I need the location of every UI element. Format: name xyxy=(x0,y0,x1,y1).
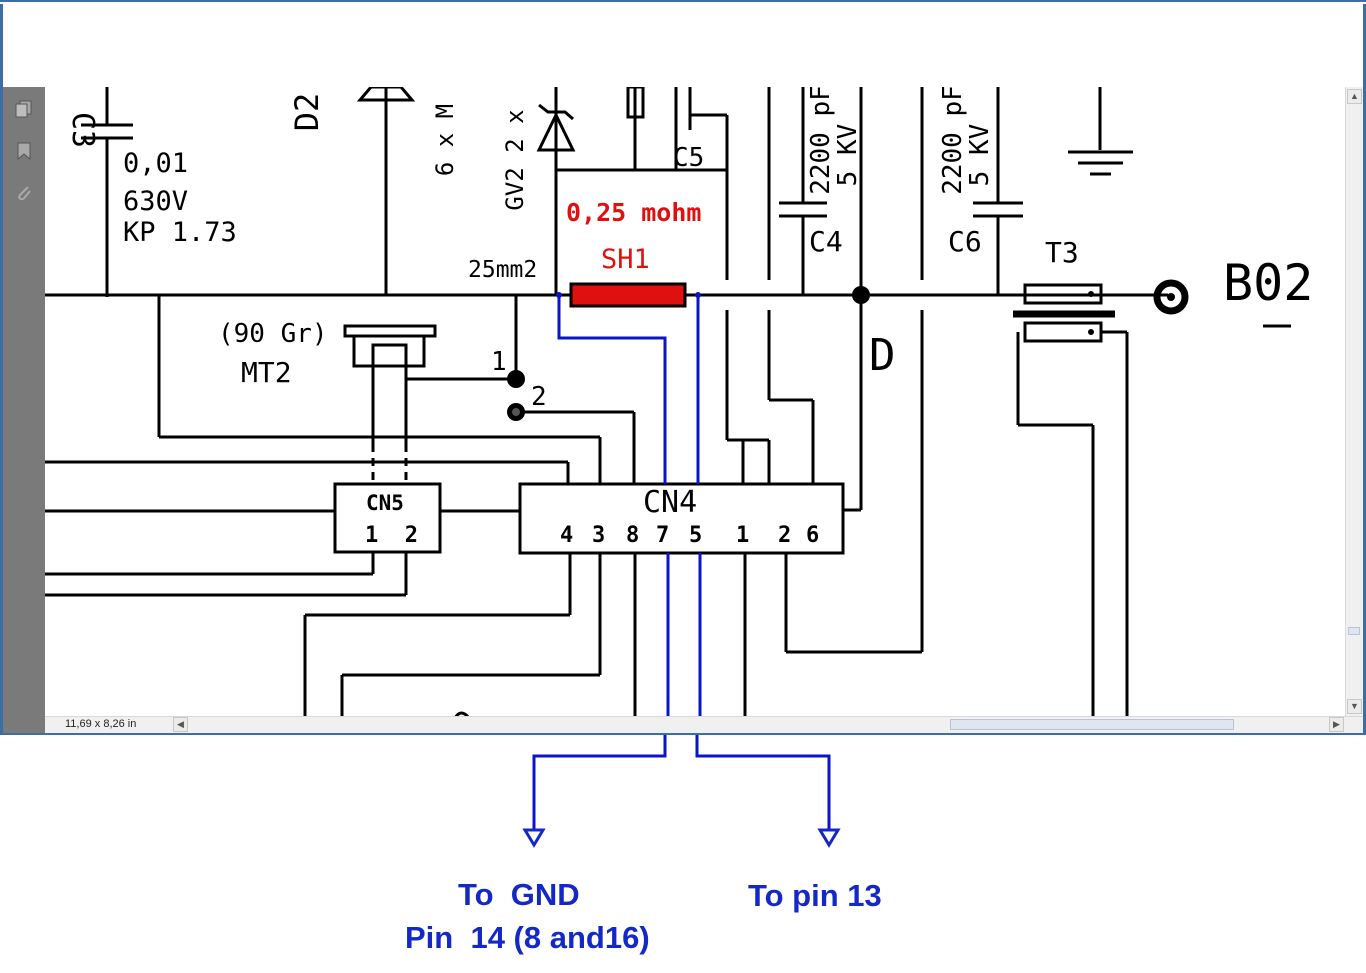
cn4-label: CN4 xyxy=(643,485,697,520)
c5-label: C5 xyxy=(673,143,704,173)
attachment-icon[interactable] xyxy=(12,181,36,205)
shunt-label: SH1 xyxy=(601,244,650,275)
horizontal-scroll-thumb[interactable] xyxy=(950,719,1234,730)
page-size-label: 11,69 x 8,26 in xyxy=(65,718,137,730)
c3-value: 0,01 xyxy=(123,148,188,179)
cn4-pin: 3 xyxy=(592,523,605,548)
c4-voltage: 5 KV xyxy=(833,124,863,187)
arrow-up-icon[interactable]: ▲ xyxy=(1347,89,1362,104)
pages-icon[interactable] xyxy=(12,97,36,121)
cn4-pin: 8 xyxy=(626,523,639,548)
pin-2-label: 2 xyxy=(531,382,547,412)
c6-voltage: 5 KV xyxy=(965,124,995,187)
c4-value: 2200 pF xyxy=(806,87,836,195)
cn4-pin: 4 xyxy=(560,523,573,548)
gnd-annotation: To GND xyxy=(458,877,580,912)
cn4-pin: 5 xyxy=(689,523,702,548)
pin-1-label: 1 xyxy=(491,347,507,377)
shunt-value: 0,25 mohm xyxy=(566,198,701,227)
cn4-pin: 6 xyxy=(806,523,819,548)
cn4-pin: 1 xyxy=(736,523,749,548)
arrow-down-icon[interactable]: ▼ xyxy=(1347,699,1362,714)
c4-label: C4 xyxy=(809,225,843,258)
window-frame xyxy=(0,4,1366,89)
mt2-angle: (90 Gr) xyxy=(218,319,328,349)
wire-label: 25mm2 xyxy=(468,257,537,283)
d-label: D xyxy=(869,330,896,381)
t3-label: T3 xyxy=(1045,236,1079,269)
shunt-resistor xyxy=(569,282,687,308)
cn5-pins: 1 2 xyxy=(365,523,418,548)
arrow-right-icon[interactable]: ▶ xyxy=(1329,717,1344,732)
cn4-pin: 7 xyxy=(656,523,669,548)
c3-label: C3 xyxy=(65,112,100,148)
c3-type: KP 1.73 xyxy=(123,217,237,248)
pin13-annotation: To pin 13 xyxy=(748,878,882,913)
gnd-pin-annotation: Pin 14 (8 and16) xyxy=(405,920,650,955)
c6-label: C6 xyxy=(948,225,982,258)
vertical-scrollbar[interactable]: ▲ ▼ xyxy=(1345,87,1363,717)
document-viewer[interactable]: C3 0,01 630V KP 1.73 D2 GV2 2 x 6 x M C5… xyxy=(0,87,1366,735)
c6-value: 2200 pF xyxy=(938,87,968,195)
multiplier-label: 6 x M xyxy=(431,104,459,176)
vertical-scroll-thumb[interactable] xyxy=(1348,627,1360,635)
navigation-panel xyxy=(3,87,45,733)
output-label: B02 xyxy=(1223,254,1313,312)
schematic-drawing: C3 0,01 630V KP 1.73 D2 GV2 2 x 6 x M C5… xyxy=(45,87,1313,733)
cn5-label: CN5 xyxy=(366,491,404,515)
cn4-pin: 2 xyxy=(778,523,791,548)
mt2-label: MT2 xyxy=(241,356,292,389)
status-bar: 11,69 x 8,26 in ◀ ▶ xyxy=(45,716,1363,733)
c3-voltage: 630V xyxy=(123,186,188,217)
gv2-label: GV2 2 x xyxy=(501,109,529,210)
arrow-left-icon[interactable]: ◀ xyxy=(173,717,188,732)
toolbar-area xyxy=(0,0,1366,89)
bookmark-icon[interactable] xyxy=(12,139,36,163)
d2-label: D2 xyxy=(288,93,326,132)
